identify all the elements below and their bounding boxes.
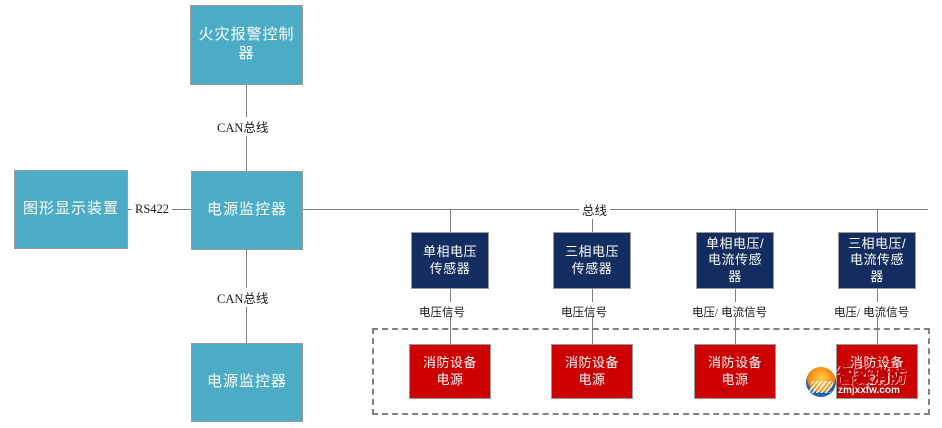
node-label: 消防设备 电源 <box>422 355 477 387</box>
node-power-monitor-sub[interactable]: 电源监控器 <box>191 343 303 422</box>
node-sensor-1[interactable]: 单相电压 传感器 <box>411 232 489 289</box>
watermark-url: zmjxxfw.com <box>838 385 900 396</box>
node-label: 三相电压/ 电流传感 器 <box>847 236 907 284</box>
line-signal-to-equipment-1 <box>450 316 451 344</box>
line-signal-drop-4 <box>877 289 878 302</box>
line-bus-drop-4 <box>877 209 878 232</box>
signal-label-1: 电压信号 <box>419 307 465 319</box>
link-label-rs422: RS422 <box>132 202 173 217</box>
node-label: 消防设备 电源 <box>707 355 762 387</box>
link-label-main-bus: 总线 <box>579 200 611 219</box>
node-label: 消防设备 电源 <box>849 355 904 387</box>
line-signal-drop-1 <box>450 289 451 302</box>
line-signal-to-equipment-4 <box>877 316 878 344</box>
signal-label-4: 电压/ 电流信号 <box>834 307 910 319</box>
node-label: 火灾报警控制器 <box>198 26 295 62</box>
watermark-brand: 智淼消防 <box>838 367 907 386</box>
node-label: 单相电压/ 电流传感 器 <box>705 236 765 284</box>
link-label-can-bus-bottom: CAN总线 <box>214 288 272 307</box>
equipment-group-region <box>372 328 930 415</box>
node-fire-alarm-controller[interactable]: 火灾报警控制器 <box>190 5 303 85</box>
line-bus-drop-2 <box>592 209 593 232</box>
line-bus-drop-1 <box>450 209 451 232</box>
node-sensor-4[interactable]: 三相电压/ 电流传感 器 <box>838 232 916 289</box>
line-signal-drop-3 <box>735 289 736 302</box>
signal-label-3: 电压/ 电流信号 <box>692 307 768 319</box>
node-equipment-3[interactable]: 消防设备 电源 <box>694 344 776 399</box>
brand-logo-icon <box>806 367 836 397</box>
node-equipment-4[interactable]: 消防设备 电源 <box>836 344 918 399</box>
node-graphic-display[interactable]: 图形显示装置 <box>14 170 128 249</box>
node-equipment-2[interactable]: 消防设备 电源 <box>551 344 633 399</box>
node-sensor-3[interactable]: 单相电压/ 电流传感 器 <box>696 232 774 289</box>
node-label: 电源监控器 <box>206 201 287 219</box>
watermark: 智淼消防 zmjxxfw.com <box>806 367 907 397</box>
node-label: 图形显示装置 <box>22 200 119 218</box>
node-label: 消防设备 电源 <box>564 355 619 387</box>
signal-label-2: 电压信号 <box>561 307 607 319</box>
node-power-monitor-main[interactable]: 电源监控器 <box>191 171 303 250</box>
watermark-text: 智淼消防 zmjxxfw.com <box>838 367 907 396</box>
line-signal-to-equipment-3 <box>735 316 736 344</box>
line-main-bus <box>303 209 928 210</box>
link-label-can-bus-top: CAN总线 <box>214 117 272 136</box>
node-sensor-2[interactable]: 三相电压 传感器 <box>553 232 631 289</box>
node-equipment-1[interactable]: 消防设备 电源 <box>409 344 491 399</box>
node-label: 电源监控器 <box>206 373 287 391</box>
node-label: 三相电压 传感器 <box>564 244 619 276</box>
node-label: 单相电压 传感器 <box>422 244 477 276</box>
line-bus-drop-3 <box>735 209 736 232</box>
line-signal-to-equipment-2 <box>592 316 593 344</box>
line-signal-drop-2 <box>592 289 593 302</box>
